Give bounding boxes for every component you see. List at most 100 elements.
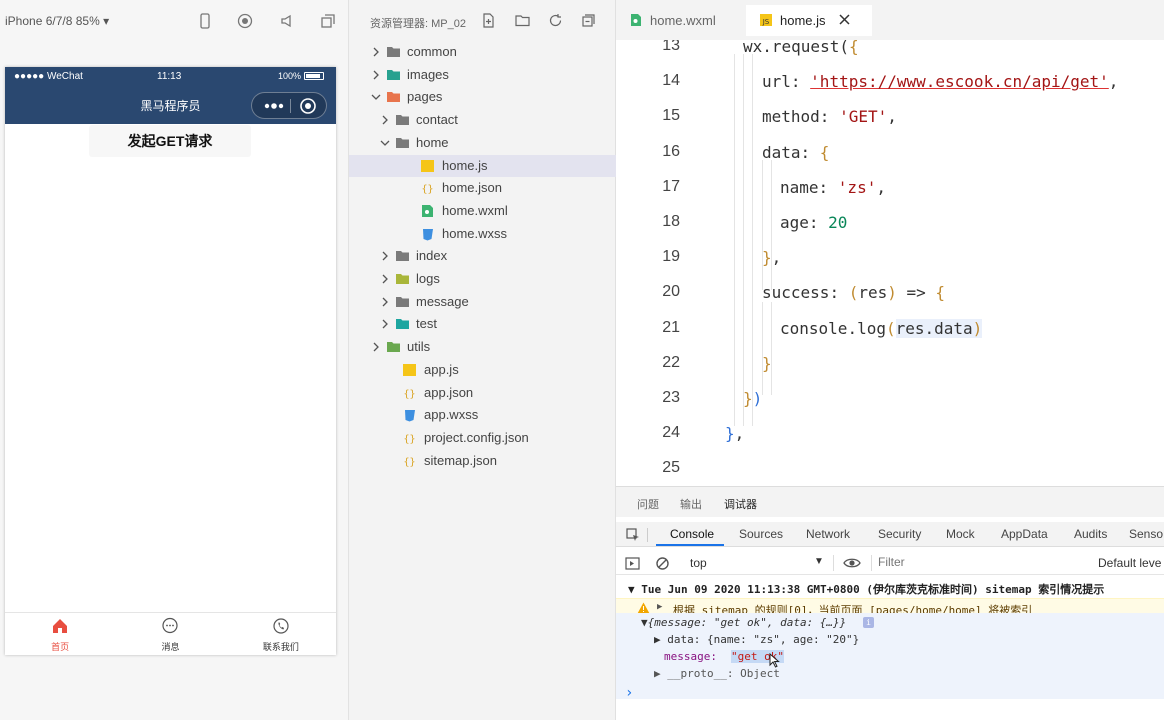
console-group-header[interactable]: ▼ Tue Jun 09 2020 11:13:38 GMT+0800 (伊尔库… <box>628 583 1105 596</box>
devtools-tab-sensors[interactable]: Senso <box>1129 527 1164 541</box>
chevron-right-icon[interactable] <box>371 342 381 352</box>
code-line[interactable]: 19}, <box>616 246 1164 281</box>
tab-output[interactable]: 输出 <box>680 499 702 511</box>
inspect-element-icon[interactable] <box>625 527 641 543</box>
folder-images[interactable]: images <box>349 64 616 86</box>
code-token: ( <box>885 318 896 338</box>
code-token: success <box>762 283 830 303</box>
chevron-right-icon[interactable] <box>380 251 390 261</box>
log-levels-select[interactable]: Default leve <box>1098 556 1162 570</box>
folder-home[interactable]: home <box>349 132 616 154</box>
tab-contact[interactable]: 联系我们 <box>226 613 336 655</box>
chevron-right-icon[interactable] <box>380 297 390 307</box>
more-icon[interactable] <box>262 97 286 115</box>
file-home-wxss[interactable]: home.wxss <box>349 223 616 245</box>
folder-message[interactable]: message <box>349 291 616 313</box>
file-app-js[interactable]: app.js <box>349 359 616 381</box>
code-line[interactable]: 22} <box>616 352 1164 387</box>
tab-home-wxml[interactable]: home.wxml <box>616 5 746 36</box>
tree-item-label: project.config.json <box>424 429 529 445</box>
folder-utils[interactable]: utils <box>349 336 616 358</box>
console-prompt[interactable]: › <box>625 685 634 701</box>
close-miniprogram-icon[interactable] <box>299 97 317 115</box>
chevron-right-icon[interactable] <box>380 115 390 125</box>
devtools-tab-network[interactable]: Network <box>806 527 851 541</box>
object-summary[interactable]: ▼{message: "get ok", data: {…}} <box>641 616 847 629</box>
folder-common[interactable]: common <box>349 41 616 63</box>
show-sidebar-icon[interactable] <box>625 556 640 571</box>
tree-item-label: pages <box>407 89 443 105</box>
folder-icon <box>396 296 409 307</box>
code-line[interactable]: 25 <box>616 457 1164 486</box>
tree-item-label: message <box>416 293 469 309</box>
code-line[interactable]: 24}, <box>616 422 1164 457</box>
file-project-config-json[interactable]: {}project.config.json <box>349 427 616 449</box>
devtools-tab-console[interactable]: Console <box>670 527 715 541</box>
file-home-json[interactable]: {}home.json <box>349 177 616 199</box>
chevron-down-icon[interactable] <box>380 138 390 148</box>
folder-index[interactable]: index <box>349 245 616 267</box>
folder-contact[interactable]: contact <box>349 109 616 131</box>
tab-debugger[interactable]: 调试器 <box>724 499 757 511</box>
eye-icon[interactable] <box>843 555 861 571</box>
collapse-all-icon[interactable] <box>580 12 597 29</box>
refresh-icon[interactable] <box>547 12 564 29</box>
tab-home-js[interactable]: JS home.js <box>746 5 872 36</box>
object-data-property[interactable]: ▶ data: {name: "zs", age: "20"} <box>654 633 860 646</box>
chevron-right-icon[interactable] <box>380 319 390 329</box>
chevron-right-icon[interactable] <box>371 70 381 80</box>
code-token: => <box>896 283 936 303</box>
code-token: : <box>800 142 820 162</box>
clear-console-icon[interactable] <box>655 556 670 571</box>
tab-home[interactable]: 首页 <box>5 613 115 655</box>
tab-message[interactable]: 消息 <box>115 613 225 655</box>
volume-icon[interactable] <box>278 12 296 30</box>
record-icon[interactable] <box>236 12 254 30</box>
devtools-tab-security[interactable]: Security <box>878 527 922 541</box>
object-proto-property[interactable]: ▶ __proto__: Object <box>654 667 780 680</box>
devtools-tab-mock[interactable]: Mock <box>946 527 975 541</box>
tab-problems[interactable]: 问题 <box>637 499 659 511</box>
file-app-wxss[interactable]: app.wxss <box>349 404 616 426</box>
devtools-tab-appdata[interactable]: AppData <box>1001 527 1048 541</box>
code-line[interactable]: 23}) <box>616 387 1164 422</box>
folder-test[interactable]: test <box>349 313 616 335</box>
tab-label: 首页 <box>51 642 70 652</box>
chevron-down-icon[interactable]: ▼ <box>814 556 824 567</box>
new-file-icon[interactable] <box>480 12 497 29</box>
code-token: 'GET' <box>839 107 888 127</box>
folder-logs[interactable]: logs <box>349 268 616 290</box>
device-select[interactable]: iPhone 6/7/8 85% ▾ <box>5 14 110 28</box>
folder-pages[interactable]: pages <box>349 86 616 108</box>
phone-icon[interactable] <box>196 12 214 30</box>
send-get-request-button[interactable]: 发起GET请求 <box>89 125 251 157</box>
devtools-tab-sources[interactable]: Sources <box>739 527 784 541</box>
close-tab-icon[interactable] <box>838 13 851 26</box>
devtools-tab-audits[interactable]: Audits <box>1074 527 1108 541</box>
folder-icon <box>396 137 409 148</box>
new-folder-icon[interactable] <box>514 12 531 29</box>
context-select[interactable]: top <box>690 556 707 570</box>
file-home-wxml[interactable]: home.wxml <box>349 200 616 222</box>
file-home-js[interactable]: home.js <box>349 154 616 177</box>
expand-arrow-icon[interactable]: ▶ <box>657 602 663 612</box>
file-app-json[interactable]: {}app.json <box>349 382 616 404</box>
tree-item-label: contact <box>416 112 458 128</box>
file-sitemap-json[interactable]: {}sitemap.json <box>349 450 616 472</box>
filter-input[interactable] <box>878 552 1088 572</box>
detach-window-icon[interactable] <box>319 12 337 30</box>
chevron-right-icon[interactable] <box>380 274 390 284</box>
info-icon: i <box>863 617 874 628</box>
indent-guide <box>762 160 763 290</box>
chevron-right-icon[interactable] <box>371 47 381 57</box>
chevron-down-icon[interactable] <box>371 92 381 102</box>
